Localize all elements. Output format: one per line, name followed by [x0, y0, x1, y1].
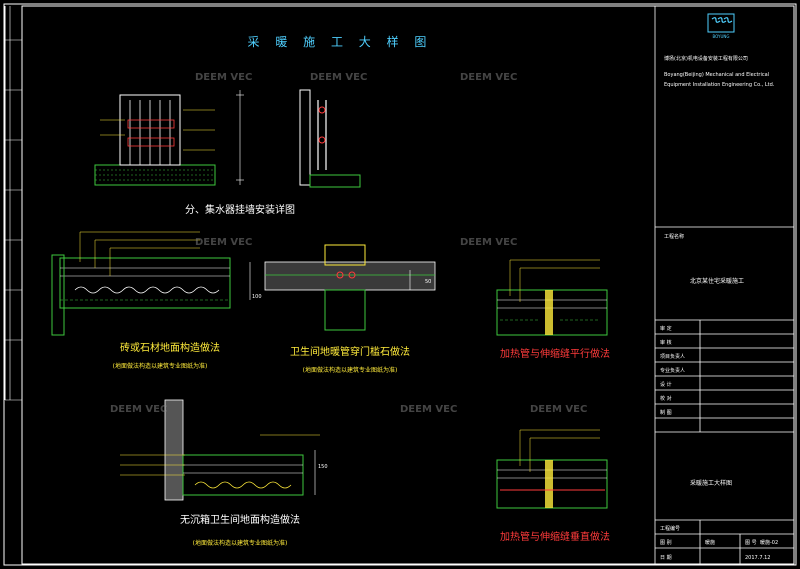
- tb-bottom-value: 暖施-02: [760, 539, 778, 546]
- company-logo: [707, 13, 735, 33]
- inner-frame: [21, 5, 795, 565]
- title-block-rows: 审 定 审 核 项目负责人 专业负责人 设 计 校 对 制 图: [660, 325, 685, 416]
- tb-bottom-value: 2017.7.12: [745, 555, 770, 561]
- company-name-cn: 博扬(北京)机电设备安装工程有限公司: [664, 55, 748, 62]
- watermarks: DEEM VEC DEEM VEC DEEM VEC DEEM VEC DEEM…: [110, 72, 587, 415]
- tb-bottom-value: 暖施: [705, 539, 715, 546]
- dim-label-50: 50: [425, 279, 431, 285]
- stone-floor-note: (地面做法构造以建筑专业图纸为准): [113, 362, 208, 370]
- tb-row: 审 核: [660, 339, 672, 346]
- tb-bottom-label: 图 别: [660, 539, 672, 546]
- title-block-bottom: 工程编号 图 别 暖施 图 号 暖施-02 日 期 2017.7.12: [660, 525, 778, 561]
- bathroom-door-note: (地面做法构造以建筑专业图纸为准): [303, 366, 398, 374]
- project-name: 北京某住宅采暖施工: [690, 277, 744, 285]
- tb-row: 专业负责人: [660, 367, 685, 374]
- tb-row: 设 计: [660, 381, 672, 388]
- watermark-text: DEEM VEC: [195, 72, 252, 83]
- no-sink-bathroom-detail: [120, 399, 320, 501]
- title-block: [654, 6, 794, 564]
- tb-row: 校 对: [660, 395, 672, 402]
- tb-row: 制 图: [660, 409, 672, 416]
- tb-row: 审 定: [660, 325, 672, 332]
- tb-bottom-label: 工程编号: [660, 525, 680, 532]
- parallel-joint-caption: 加热管与伸缩缝平行做法: [500, 347, 610, 360]
- tb-bottom-label: 日 期: [660, 555, 672, 561]
- parallel-joint-detail: [496, 259, 608, 336]
- company-name-en-1: Boyang(Beijing) Mechanical and Electrica…: [664, 72, 769, 78]
- stone-floor-caption: 砖或石材地面构造做法: [120, 341, 220, 354]
- no-sink-bathroom-note: (地面做法构造以建筑专业图纸为准): [193, 539, 288, 547]
- watermark-text: DEEM VEC: [310, 72, 367, 83]
- vertical-joint-detail: [496, 429, 608, 509]
- dim-label-150: 150: [318, 464, 328, 470]
- outer-frame: [3, 3, 797, 566]
- no-sink-bathroom-caption: 无沉箱卫生间地面构造做法: [180, 513, 300, 526]
- sheet-title: 采 暖 施 工 大 样 图: [248, 34, 433, 49]
- stone-floor-detail: [51, 231, 231, 336]
- drawing-title: 采暖施工大样图: [690, 479, 732, 487]
- logo-subtext: BOYUNG: [712, 34, 729, 39]
- bathroom-door-caption: 卫生间地暖管穿门槛石做法: [290, 345, 410, 358]
- company-name-en-2: Equipment Installation Engineering Co., …: [664, 82, 775, 88]
- tb-bottom-label: 图 号: [745, 540, 757, 546]
- watermark-text: DEEM VEC: [460, 237, 517, 248]
- tb-row: 项目负责人: [660, 353, 685, 360]
- manifold-detail: [94, 89, 361, 188]
- left-binding-strip: [5, 6, 22, 401]
- dim-label-100: 100: [252, 294, 262, 300]
- watermark-text: DEEM VEC: [195, 237, 252, 248]
- manifold-caption: 分、集水器挂墙安装详图: [185, 203, 295, 216]
- watermark-text: DEEM VEC: [530, 404, 587, 415]
- watermark-text: DEEM VEC: [460, 72, 517, 83]
- watermark-text: DEEM VEC: [110, 404, 167, 415]
- vertical-joint-caption: 加热管与伸缩缝垂直做法: [500, 530, 610, 543]
- project-label: 工程名称: [664, 233, 684, 240]
- watermark-text: DEEM VEC: [400, 404, 457, 415]
- bathroom-door-detail: [249, 244, 436, 331]
